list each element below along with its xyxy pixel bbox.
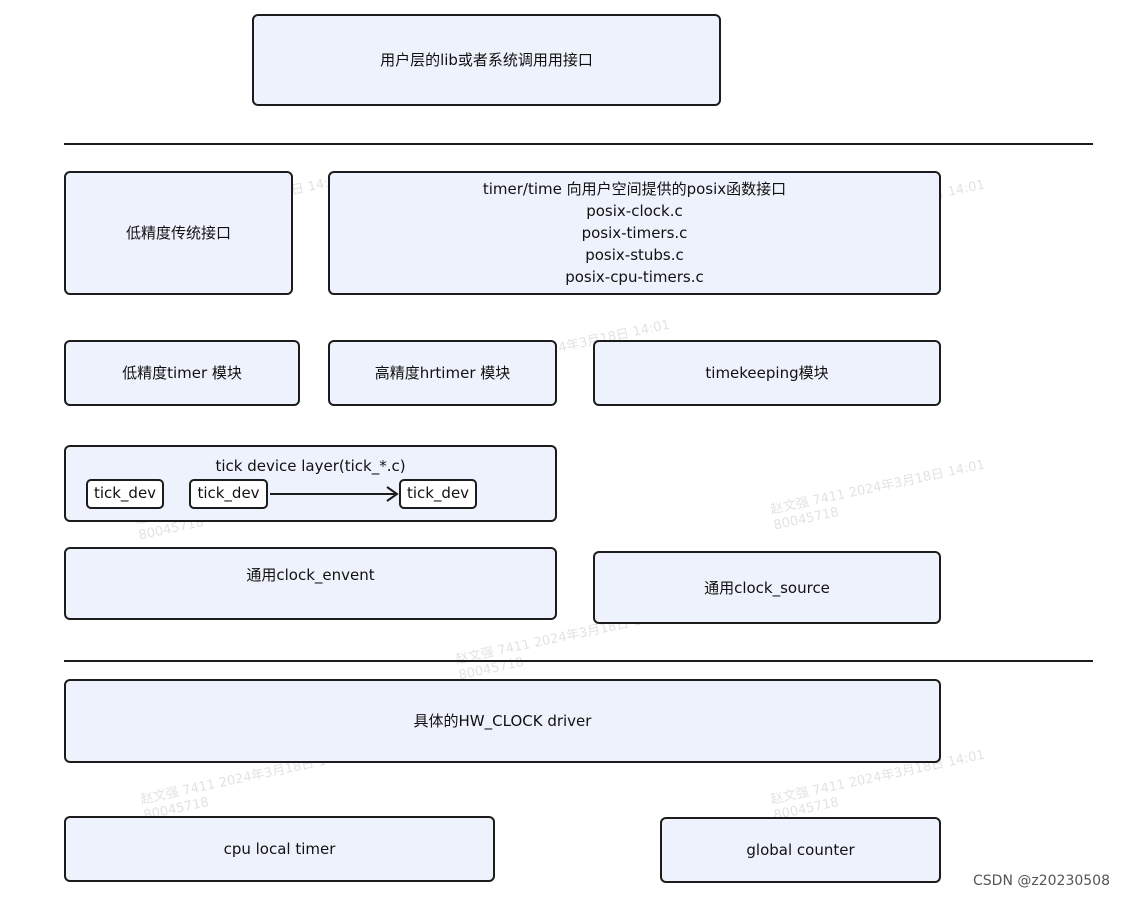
divider-user-kernel — [64, 143, 1093, 145]
tick-dev-label: tick_dev — [197, 484, 260, 502]
tick-dev-box: tick_dev — [399, 479, 477, 509]
posix-cpu-timers-file: posix-cpu-timers.c — [565, 268, 704, 286]
clock-event-label: 通用clock_envent — [246, 566, 375, 584]
clock-source-label: 通用clock_source — [704, 578, 830, 597]
tick-dev-arrow — [270, 486, 399, 502]
tick-dev-label: tick_dev — [93, 484, 157, 502]
hrtimer-box: 高精度hrtimer 模块 — [328, 340, 557, 406]
user-lib-box: 用户层的lib或者系统调用用接口 — [252, 14, 721, 106]
clock-source-box: 通用clock_source — [593, 551, 941, 624]
low-precision-timer-box: 低精度timer 模块 — [64, 340, 300, 406]
cpu-local-timer-label: cpu local timer — [223, 840, 336, 858]
global-counter-box: global counter — [660, 817, 941, 883]
tick-device-layer-title: tick device layer(tick_*.c) — [215, 457, 406, 475]
tick-dev-box: tick_dev — [86, 479, 164, 509]
tick-dev-label: tick_dev — [406, 484, 470, 502]
tick-dev-box: tick_dev — [189, 479, 268, 509]
posix-title: timer/time 向用户空间提供的posix函数接口 — [482, 180, 787, 198]
timekeeping-box: timekeeping模块 — [593, 340, 941, 406]
user-lib-label: 用户层的lib或者系统调用用接口 — [380, 51, 593, 69]
timekeeping-label: timekeeping模块 — [705, 364, 829, 382]
low-precision-timer-label: 低精度timer 模块 — [122, 364, 242, 382]
low-precision-legacy-label: 低精度传统接口 — [125, 224, 231, 242]
hrtimer-label: 高精度hrtimer 模块 — [374, 364, 511, 382]
global-counter-label: global counter — [746, 841, 855, 859]
csdn-credit: CSDN @z20230508 — [973, 873, 1110, 889]
hw-clock-driver-box: 具体的HW_CLOCK driver — [64, 679, 941, 763]
posix-timers-file: posix-timers.c — [581, 224, 688, 242]
hw-clock-driver-label: 具体的HW_CLOCK driver — [413, 712, 592, 730]
low-precision-legacy-box: 低精度传统接口 — [64, 171, 293, 295]
divider-hardware — [64, 660, 1093, 662]
clock-event-box: 通用clock_envent — [64, 547, 557, 620]
posix-interface-box: timer/time 向用户空间提供的posix函数接口 posix-clock… — [328, 171, 941, 295]
posix-stubs-file: posix-stubs.c — [585, 246, 684, 264]
posix-clock-file: posix-clock.c — [586, 202, 683, 220]
cpu-local-timer-box: cpu local timer — [64, 816, 495, 882]
